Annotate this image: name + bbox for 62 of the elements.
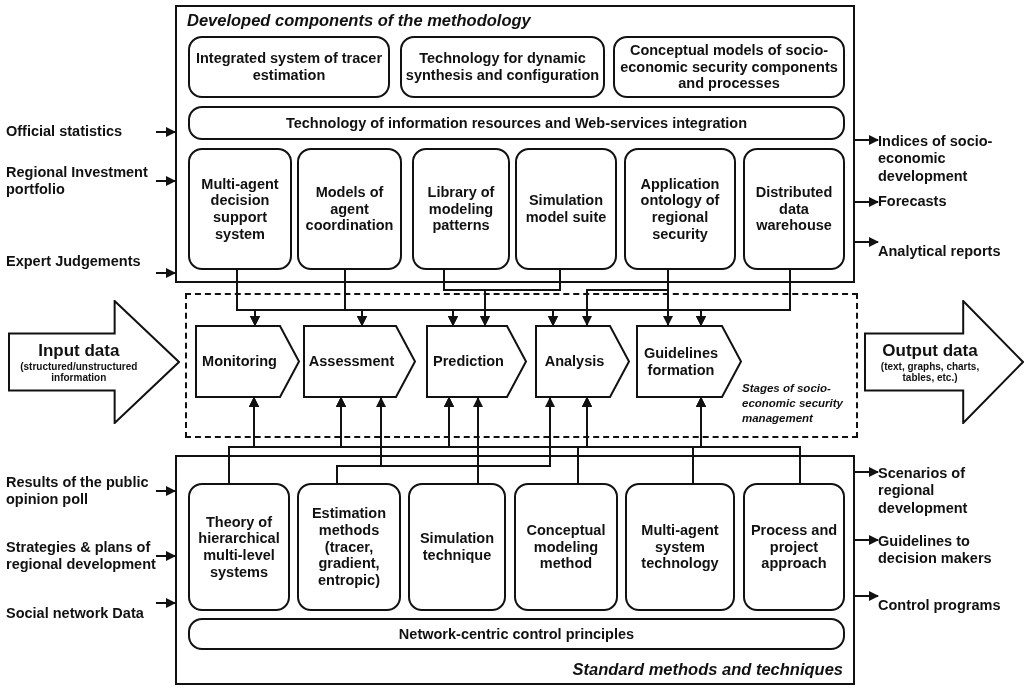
- arrow: [854, 535, 879, 545]
- data-source-label: Guidelines to decision makers: [878, 528, 1023, 572]
- stages-panel: [185, 293, 858, 438]
- arrow: [155, 551, 176, 561]
- arrow: [854, 197, 879, 207]
- data-source-label: Forecasts: [878, 190, 1023, 214]
- arrow: [473, 397, 483, 484]
- arrow: [854, 591, 879, 601]
- arrow: [155, 268, 176, 278]
- method-box: Multi-agent system technology: [625, 483, 735, 611]
- data-source-label: Analytical reports: [878, 230, 1023, 274]
- process-stage: Guidelines formation: [636, 325, 742, 398]
- data-source-label: Strategies & plans of regional development: [6, 525, 156, 587]
- component-panel: [175, 5, 855, 283]
- method-box: Distributed data warehouse: [743, 148, 845, 270]
- method-box: Application ontology of regional security: [624, 148, 736, 270]
- data-source-label: Official statistics: [6, 120, 156, 144]
- method-box: Technology of information resources and Web-services integration: [188, 106, 845, 140]
- method-box: Network-centric control principles: [188, 618, 845, 650]
- data-source-label: Results of the public opinion poll: [6, 460, 156, 522]
- process-stage: Assessment: [303, 325, 416, 398]
- block-arrow: [8, 300, 180, 424]
- method-box: Technology for dynamic synthesis and configuration: [400, 36, 605, 98]
- data-source-label: Scenarios of regional development: [878, 460, 1023, 522]
- arrow: [854, 237, 879, 247]
- arrow: [854, 135, 879, 145]
- arrow: [155, 176, 176, 186]
- method-box: Multi-agent decision support system: [188, 148, 292, 270]
- data-source-label: Social network Data: [6, 592, 156, 636]
- data-source-label: Control programs: [878, 584, 1023, 628]
- process-stage: Analysis: [535, 325, 630, 398]
- group-title: Standard methods and techniques: [572, 660, 843, 679]
- method-box: Theory of hierarchical multi-level systems: [188, 483, 290, 611]
- block-arrow: [864, 300, 1024, 424]
- arrow-title: Output data: [882, 341, 978, 361]
- method-box: Models of agent coordination: [297, 148, 402, 270]
- arrow: [480, 269, 561, 326]
- method-box: Conceptual models of socio-economic security components and processes: [613, 36, 845, 98]
- method-panel: [175, 455, 855, 685]
- method-box: Conceptual modeling method: [514, 483, 618, 611]
- method-box: Simulation model suite: [515, 148, 617, 270]
- arrow-subtitle: (structured/unstructured information: [19, 361, 139, 383]
- group-title: Developed components of the methodology: [187, 11, 531, 30]
- data-source-label: Regional Investment portfolio: [6, 150, 156, 212]
- arrow-subtitle: (text, graphs, charts, tables, etc.): [879, 361, 981, 383]
- process-stage: Prediction: [426, 325, 527, 398]
- method-box: Integrated system of tracer estimation: [188, 36, 390, 98]
- method-box: Process and project approach: [743, 483, 845, 611]
- data-source-label: Indices of socio-economic development: [878, 128, 1023, 190]
- method-box: Library of modeling patterns: [412, 148, 510, 270]
- group-title: Stages of socio-economic security management: [742, 381, 844, 426]
- arrow: [155, 486, 176, 496]
- data-source-label: Expert Judgements: [6, 240, 156, 284]
- arrow-title: Input data: [38, 341, 120, 361]
- arrow: [696, 269, 791, 326]
- arrow: [155, 127, 176, 137]
- process-stage: Monitoring: [195, 325, 300, 398]
- arrow: [854, 467, 879, 477]
- method-box: Estimation methods (tracer, gradient, entropic): [297, 483, 401, 611]
- method-box: Simulation technique: [408, 483, 506, 611]
- arrow: [155, 598, 176, 608]
- arrow: [696, 397, 801, 484]
